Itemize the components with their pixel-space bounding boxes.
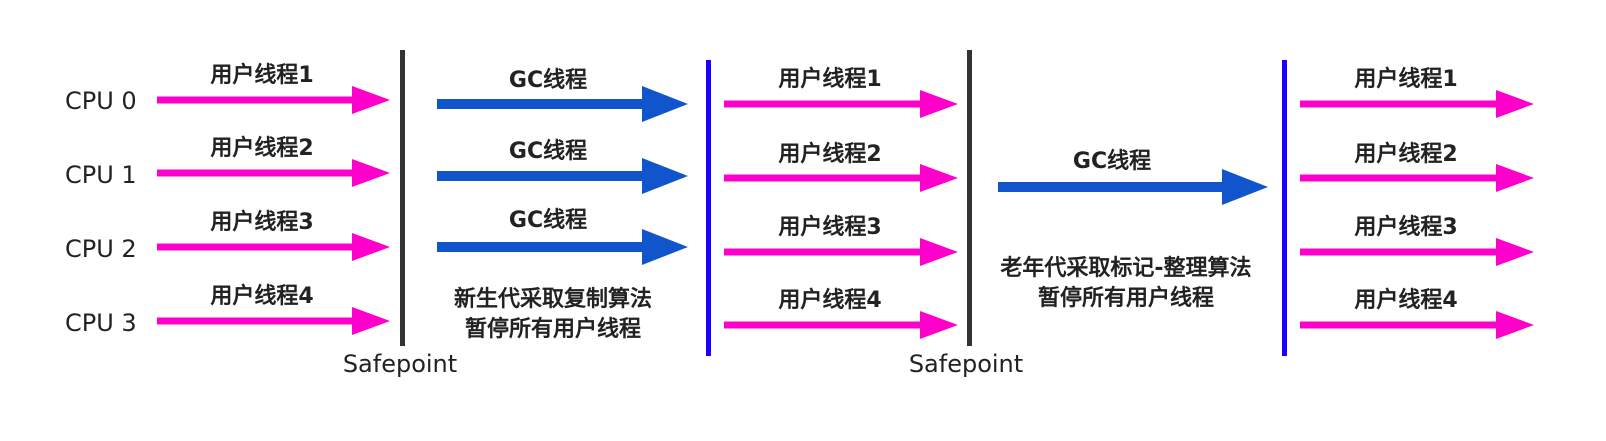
phase5-thread-label-2: 用户线程2 — [1354, 141, 1457, 167]
phase4-gc-arrow — [998, 169, 1268, 205]
phase4-note-line-2: 暂停所有用户线程 — [1038, 285, 1214, 311]
phase3-user-threads: 用户线程1 用户线程2 用户线程3 用户线程4 — [724, 66, 958, 339]
cpu-label-1: CPU 1 — [65, 161, 137, 189]
phase5-user-threads: 用户线程1 用户线程2 用户线程3 用户线程4 — [1300, 66, 1534, 339]
phase2-gc-arrow-1 — [437, 86, 688, 122]
phase3-thread-label-2: 用户线程2 — [778, 141, 881, 167]
phase4-note-line-1: 老年代采取标记-整理算法 — [999, 255, 1251, 281]
safepoint-label-1: Safepoint — [343, 350, 457, 378]
cpu-labels: CPU 0 CPU 1 CPU 2 CPU 3 — [65, 87, 137, 337]
phase2-gc-arrow-2 — [437, 158, 688, 194]
phase2-gc-label-1: GC线程 — [509, 67, 587, 93]
phase5-thread-arrow-2 — [1300, 164, 1534, 192]
phase3-thread-arrow-3 — [724, 238, 958, 266]
phase5-thread-arrow-1 — [1300, 90, 1534, 118]
phase3-thread-arrow-4 — [724, 311, 958, 339]
phase1-user-threads: 用户线程1 用户线程2 用户线程3 用户线程4 — [157, 62, 390, 335]
phase4-gc-label: GC线程 — [1073, 148, 1151, 174]
phase1-thread-label-4: 用户线程4 — [210, 283, 313, 309]
phase1-thread-arrow-1 — [157, 86, 390, 114]
phase1-thread-arrow-3 — [157, 233, 390, 261]
phase5-thread-label-1: 用户线程1 — [1354, 66, 1457, 92]
phase5-thread-arrow-4 — [1300, 311, 1534, 339]
phase2-note-line-1: 新生代采取复制算法 — [454, 286, 652, 312]
phase2-gc-arrow-3 — [437, 229, 688, 265]
safepoint-line-1 — [400, 50, 405, 346]
phase5-thread-arrow-3 — [1300, 238, 1534, 266]
cpu-label-3: CPU 3 — [65, 309, 137, 337]
phase4-gc-thread: GC线程 老年代采取标记-整理算法 暂停所有用户线程 — [998, 148, 1268, 311]
phase3-thread-label-3: 用户线程3 — [778, 214, 881, 240]
phase2-gc-label-2: GC线程 — [509, 138, 587, 164]
phase3-thread-label-1: 用户线程1 — [778, 66, 881, 92]
phase-boundary-1 — [706, 60, 711, 356]
phase1-thread-arrow-4 — [157, 307, 390, 335]
phase2-gc-label-3: GC线程 — [509, 207, 587, 233]
safepoint-label-2: Safepoint — [909, 350, 1023, 378]
phase1-thread-label-1: 用户线程1 — [210, 62, 313, 88]
safepoint-line-2 — [967, 50, 972, 346]
phase3-thread-label-4: 用户线程4 — [778, 287, 881, 313]
phase1-thread-arrow-2 — [157, 159, 390, 187]
phase1-thread-label-2: 用户线程2 — [210, 135, 313, 161]
phase3-thread-arrow-1 — [724, 90, 958, 118]
cpu-label-2: CPU 2 — [65, 235, 137, 263]
phase1-thread-label-3: 用户线程3 — [210, 209, 313, 235]
phase5-thread-label-3: 用户线程3 — [1354, 214, 1457, 240]
cpu-label-0: CPU 0 — [65, 87, 137, 115]
phase2-note-line-2: 暂停所有用户线程 — [465, 316, 641, 342]
phase5-thread-label-4: 用户线程4 — [1354, 287, 1457, 313]
phase-boundary-2 — [1282, 60, 1287, 356]
phase2-gc-threads: GC线程 GC线程 GC线程 新生代采取复制算法 暂停所有用户线程 — [437, 67, 688, 342]
phase3-thread-arrow-2 — [724, 164, 958, 192]
